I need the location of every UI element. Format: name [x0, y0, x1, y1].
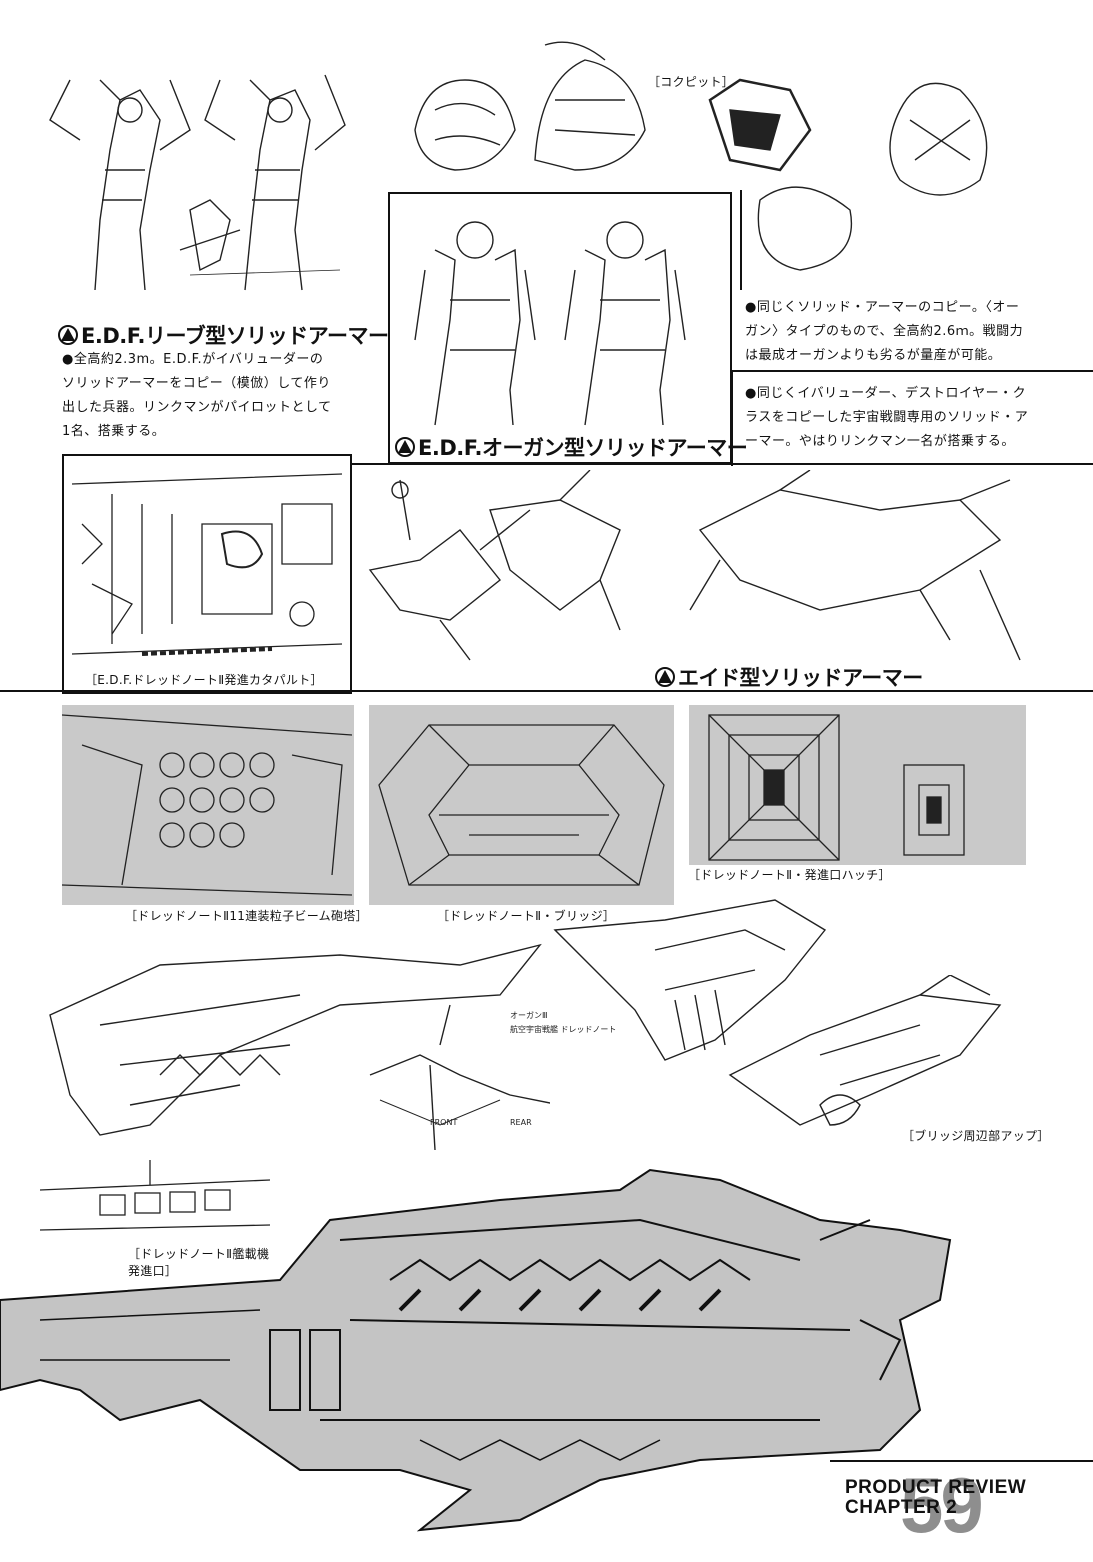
aid-armor-sketch: [360, 470, 1030, 670]
caption-catapult: ［E.D.F.ドレッドノートⅡ発進カタパルト］: [85, 673, 323, 687]
note-front: FRONT: [430, 1118, 458, 1127]
cockpit-sketch: [405, 40, 695, 190]
reap-armor-description: ●全高約2.3m。E.D.F.がイバリューダーのソリッドアーマーをコピー（模倣）…: [62, 352, 332, 439]
catapult-sketch: [72, 464, 342, 664]
beam-turret-panel: [61, 705, 354, 905]
bridge-closeup-sketch: [720, 975, 1020, 1135]
footer-title-line1: PRODUCT REVIEW: [845, 1477, 1027, 1498]
row-divider-main: [0, 690, 1093, 692]
organ-armor-sketch: [395, 200, 725, 430]
aid-description-frame: [731, 370, 1093, 466]
triangle-marker-icon: [395, 437, 415, 457]
launch-port-sketch: [40, 1160, 270, 1240]
catapult-frame: [62, 454, 352, 694]
caption-launch-port: ［ドレッドノートⅡ艦載機発進口］: [128, 1247, 270, 1278]
organ-armor-description: ●同じくソリッド・アーマーのコピー。〈オーガン〉タイプのもので、全高約2.6ｍ。…: [745, 300, 1024, 363]
cockpit-closeup-sketch: [700, 60, 1030, 280]
page-number: 59: [900, 1461, 984, 1549]
dreadnought-ship-silhouette: [0, 1160, 960, 1540]
caption-beam-turret: ［ドレッドノートⅡ11連装粒子ビーム砲塔］: [125, 909, 368, 923]
caption-hatch: ［ドレッドノートⅡ・発進口ハッチ］: [688, 868, 891, 882]
reap-armor-heading: E.D.F.リーブ型ソリッドアーマー: [58, 320, 389, 350]
footer-divider: [830, 1460, 1093, 1462]
footer-title-line2: CHAPTER 2: [845, 1497, 958, 1518]
reap-armor-sketch: [40, 60, 370, 300]
note-battleship: 航空宇宙戦艦 ドレッドノート: [510, 1025, 617, 1034]
organ-armor-heading: E.D.F.オーガン型ソリッドアーマー: [395, 432, 748, 462]
bridge-panel: [369, 705, 674, 905]
row-divider-mid: [350, 463, 1093, 465]
triangle-marker-icon: [655, 667, 675, 687]
caption-bridge-closeup: ［ブリッジ周辺部アップ］: [902, 1129, 1050, 1143]
note-rear: REAR: [510, 1118, 532, 1127]
ship-side-sketch: [40, 925, 550, 1155]
triangle-marker-icon: [58, 325, 78, 345]
aid-armor-description: ●同じくイバリューダー、デストロイヤー・クラスをコピーした宇宙戦闘専用のソリッド…: [745, 386, 1029, 449]
ship-top-sketch: [545, 890, 845, 1070]
note-organ3: オーガンⅢ: [510, 1011, 548, 1020]
cockpit-closeup-frame: [740, 190, 1030, 290]
caption-cockpit: ［コクピット］: [648, 75, 735, 89]
aid-armor-heading: エイド型ソリッドアーマー: [655, 662, 923, 692]
caption-bridge: ［ドレッドノートⅡ・ブリッジ］: [437, 909, 616, 923]
hatch-panel: [689, 705, 1026, 865]
